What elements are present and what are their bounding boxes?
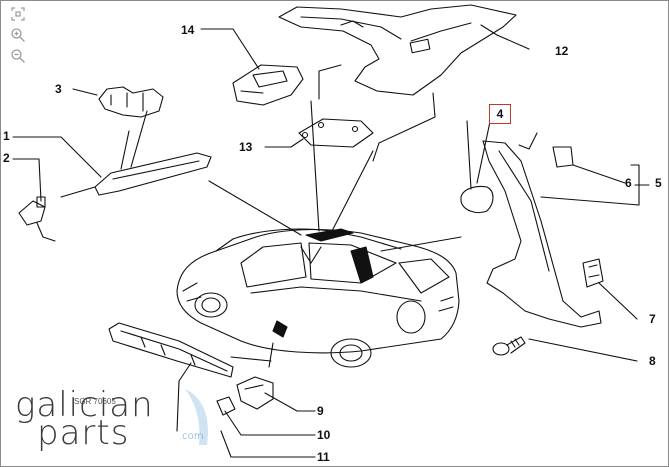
callout-7: 7 — [649, 312, 656, 326]
callout-3: 3 — [55, 82, 62, 96]
callout-5: 5 — [655, 176, 662, 190]
part-14-component — [232, 64, 304, 106]
callout-leaders — [12, 24, 650, 458]
part-8-screw — [492, 336, 526, 356]
car-illustration — [176, 228, 460, 368]
zoom-in-icon — [11, 28, 25, 42]
callout-9: 9 — [317, 404, 324, 418]
part-2-clip — [18, 196, 56, 242]
part-5-6-bracket — [518, 132, 640, 206]
part-4-pillar-trim — [460, 116, 602, 328]
part-9-component — [236, 376, 274, 410]
watermark-line-1: galician — [15, 385, 154, 425]
fit-to-window-button[interactable] — [8, 5, 28, 23]
callout-2: 2 — [3, 151, 10, 165]
callout-labels: 14 12 3 1 2 13 6 5 7 8 9 10 11 — [3, 23, 662, 464]
galicianparts-watermark: galician parts .com — [11, 385, 221, 455]
zoom-out-icon — [11, 49, 25, 63]
callout-10: 10 — [317, 428, 331, 442]
callout-1: 1 — [3, 129, 10, 143]
watermark-suffix: .com — [179, 431, 204, 442]
viewer-toolbar — [8, 5, 30, 65]
part-11-beam — [108, 322, 234, 378]
callout-11: 11 — [317, 450, 330, 464]
watermark-line-2: parts — [37, 413, 130, 453]
callout-13: 13 — [239, 140, 253, 154]
callout-6: 6 — [625, 176, 632, 190]
part-1-trim-strip — [94, 152, 212, 196]
zoom-out-button[interactable] — [8, 47, 28, 65]
part-7-clip — [582, 258, 604, 288]
callout-8: 8 — [649, 354, 656, 368]
drawing-code: SGR 70605 — [74, 397, 116, 406]
leader-lines — [60, 64, 462, 432]
part-3-bracket — [98, 86, 164, 118]
callout-12: 12 — [555, 44, 569, 58]
part-13-component — [298, 118, 374, 148]
zoom-in-button[interactable] — [8, 26, 28, 44]
part-10-component — [216, 396, 236, 416]
watermark-swoosh-icon — [185, 389, 209, 445]
highlighted-callout-label: 4 — [496, 107, 504, 121]
highlighted-callout-4[interactable]: 4 — [489, 104, 511, 124]
callout-14: 14 — [181, 23, 195, 37]
part-12-panel — [278, 4, 517, 96]
fit-to-window-icon — [11, 7, 25, 21]
